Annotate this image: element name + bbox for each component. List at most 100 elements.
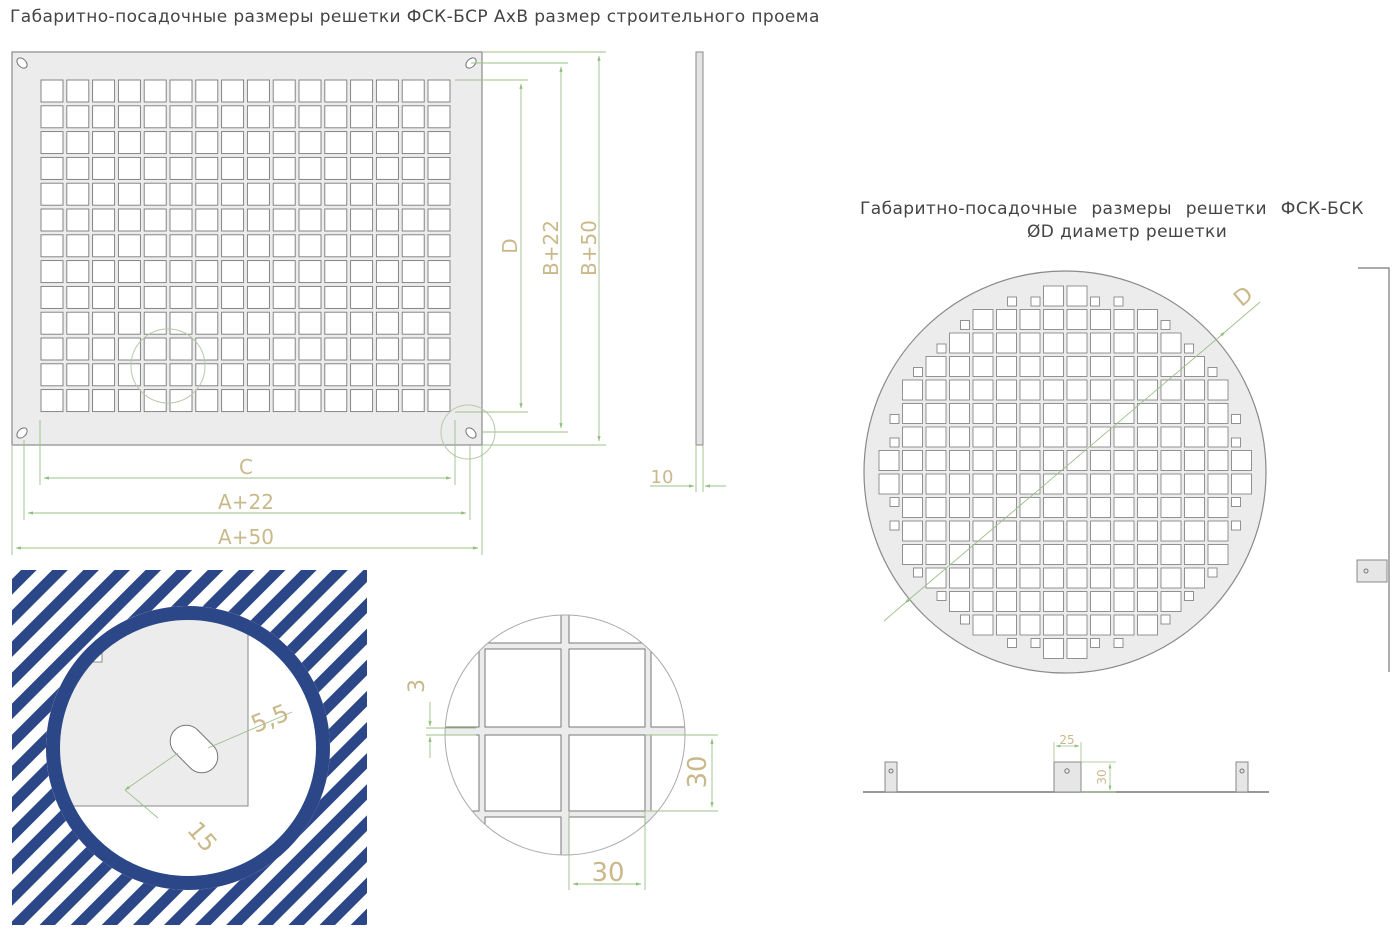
grille-cell [401,260,425,284]
grille-cell [324,389,348,413]
grille-cell [1113,332,1135,354]
horizontal-dimensions [11,420,483,555]
grille-cell [1184,426,1205,448]
grille-cell [221,182,245,206]
grille-cell [1066,309,1088,330]
grille-cell [350,337,374,361]
grille-cell [169,285,193,309]
grille-cell [1160,497,1182,518]
grille-cell [40,337,64,361]
grille-cell [1066,356,1088,377]
grille-cell [66,234,90,258]
grille-cell [143,311,167,335]
grille-cell [66,337,90,361]
grille-cell [996,544,1017,565]
grille-cell [272,105,296,129]
grille-cell [949,332,970,354]
grille-cell [1019,567,1041,589]
grille-cell [350,234,374,258]
grille-cell [169,105,193,129]
grille-cell [40,260,64,284]
grille-cell [66,156,90,180]
grille-cell [117,337,141,361]
grille-cell [1066,520,1088,542]
grille-cell [1019,450,1041,471]
grille-cell [1184,591,1194,601]
grille-cell [972,450,994,471]
grille-cell [298,208,322,232]
grille-cell [169,363,193,387]
grille-cell [324,208,348,232]
grille-cell [401,208,425,232]
grille-cell [298,311,322,335]
grille-cell [1160,473,1182,495]
grille-cell [350,208,374,232]
grille-cell [324,234,348,258]
grille-cell [169,182,193,206]
grille-cell [272,260,296,284]
grille-cell [246,131,270,155]
grille-cell [1043,356,1064,377]
grille-cell [246,311,270,335]
grille-cell [40,105,64,129]
grille-cell [1231,414,1241,424]
grille-cell [1066,332,1088,354]
mounting-hole [16,427,28,439]
round-grille-front-view: D [863,270,1267,674]
grille-cell [972,403,994,424]
grille-cell [1113,309,1135,330]
grille-cell [324,285,348,309]
grille-cell [936,591,947,601]
grille-cell [375,285,399,309]
grille-cell [925,426,947,448]
grille-cell [1019,332,1041,354]
grille-cell [324,79,348,103]
grille-cell [324,156,348,180]
grille-cell [92,337,116,361]
grille-cell [889,497,900,507]
grille-cell [143,285,167,309]
mounting-hole [465,427,477,439]
grille-cell [246,260,270,284]
grille-cell [996,356,1017,377]
grille-cell [66,285,90,309]
square-grille-front-view [11,51,496,460]
dim-label-a22: A+22 [218,490,274,514]
grille-cell [272,208,296,232]
grille-cell [195,337,219,361]
grille-cell [92,105,116,129]
grille-cell [221,311,245,335]
grille-cell [298,337,322,361]
grille-cell [169,234,193,258]
grille-cell [1066,567,1088,589]
grille-cell [972,332,994,354]
grille-cell [66,131,90,155]
grille-cell [1184,450,1205,471]
grille-cell [1090,332,1111,354]
grille-cell [996,332,1017,354]
grille-cell [272,311,296,335]
mounting-tabs-view: 25 30 [863,733,1269,793]
grille-cell [117,156,141,180]
grille-cell [1043,567,1064,589]
grille-cell [1019,379,1041,401]
grille-cell [902,450,923,471]
grille-cell [401,389,425,413]
grille-cell [427,337,451,361]
grille-cell [40,234,64,258]
grille-cell [375,182,399,206]
grille-cell [949,567,970,589]
dim-label-b22: B+22 [539,220,563,276]
grille-cell [298,234,322,258]
grille-cell [66,260,90,284]
grille-cell [221,131,245,155]
grille-cell [1066,285,1088,307]
grille-cell [1137,497,1158,518]
grille-cell [169,79,193,103]
grille-cell [221,79,245,103]
grille-cell [92,208,116,232]
grille-cell [1090,567,1111,589]
grille-cell [427,105,451,129]
grille-cell [1207,403,1229,424]
grille-cell [298,182,322,206]
